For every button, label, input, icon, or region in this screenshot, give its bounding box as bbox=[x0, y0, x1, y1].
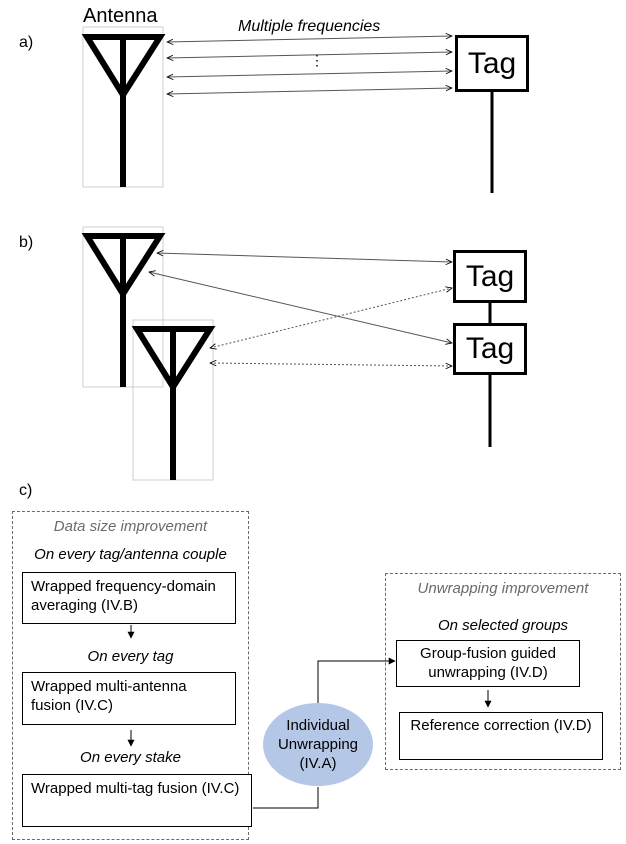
step-multi-tag-fusion: Wrapped multi-tag fusion (IV.C) bbox=[22, 774, 252, 827]
tag-b-bottom: Tag bbox=[453, 323, 527, 375]
panel-label-a: a) bbox=[19, 34, 34, 51]
data-size-group bbox=[12, 511, 249, 840]
individual-unwrapping-label: Individual Unwrapping (IV.A) bbox=[277, 717, 359, 772]
ellipsis-label: ⋮ bbox=[310, 52, 324, 68]
arrow-b2-bottom bbox=[210, 363, 452, 366]
step-group-fusion: Group-fusion guided unwrapping (IV.D) bbox=[396, 640, 580, 687]
step-multi-antenna-fusion: Wrapped multi-antenna fusion (IV.C) bbox=[22, 672, 236, 725]
antenna-label: Antenna bbox=[83, 5, 158, 27]
arrow-step3-individual bbox=[253, 787, 319, 809]
arrow-b1-top bbox=[157, 253, 452, 262]
scope-stake-label: On every stake bbox=[80, 749, 181, 766]
antenna-b2 bbox=[131, 319, 216, 481]
individual-unwrapping-node: Individual Unwrapping (IV.A) bbox=[263, 703, 373, 786]
freq-arrow-4 bbox=[167, 88, 452, 94]
arrow-individual-group bbox=[317, 657, 396, 703]
freq-arrow-3 bbox=[167, 71, 452, 77]
freq-arrow-1 bbox=[167, 36, 452, 42]
tag-a: Tag bbox=[455, 35, 529, 92]
arrow-b2-top bbox=[210, 288, 452, 348]
antenna-a bbox=[81, 26, 166, 188]
frequencies-label: Multiple frequencies bbox=[238, 18, 381, 35]
frequency-arrows bbox=[167, 36, 452, 94]
step-reference-correction: Reference correction (IV.D) bbox=[399, 712, 603, 760]
antenna-b1 bbox=[81, 226, 166, 388]
unwrapping-title: Unwrapping improvement bbox=[417, 580, 589, 597]
data-size-title: Data size improvement bbox=[53, 518, 208, 535]
panel-label-c: c) bbox=[19, 482, 33, 499]
step-frequency-averaging: Wrapped frequency-domain averaging (IV.B… bbox=[22, 572, 236, 624]
tag-b-top: Tag bbox=[453, 250, 527, 303]
panel-b-arrows bbox=[149, 253, 452, 366]
scope-couple-label: On every tag/antenna couple bbox=[34, 546, 227, 563]
panel-c-arrows bbox=[127, 625, 492, 809]
panel-label-b: b) bbox=[19, 234, 34, 251]
unwrapping-group bbox=[385, 573, 621, 770]
scope-groups-label: On selected groups bbox=[437, 617, 569, 634]
scope-tag-label: On every tag bbox=[87, 648, 174, 665]
arrow-b1-bottom bbox=[149, 272, 452, 343]
freq-arrow-2 bbox=[167, 52, 452, 58]
